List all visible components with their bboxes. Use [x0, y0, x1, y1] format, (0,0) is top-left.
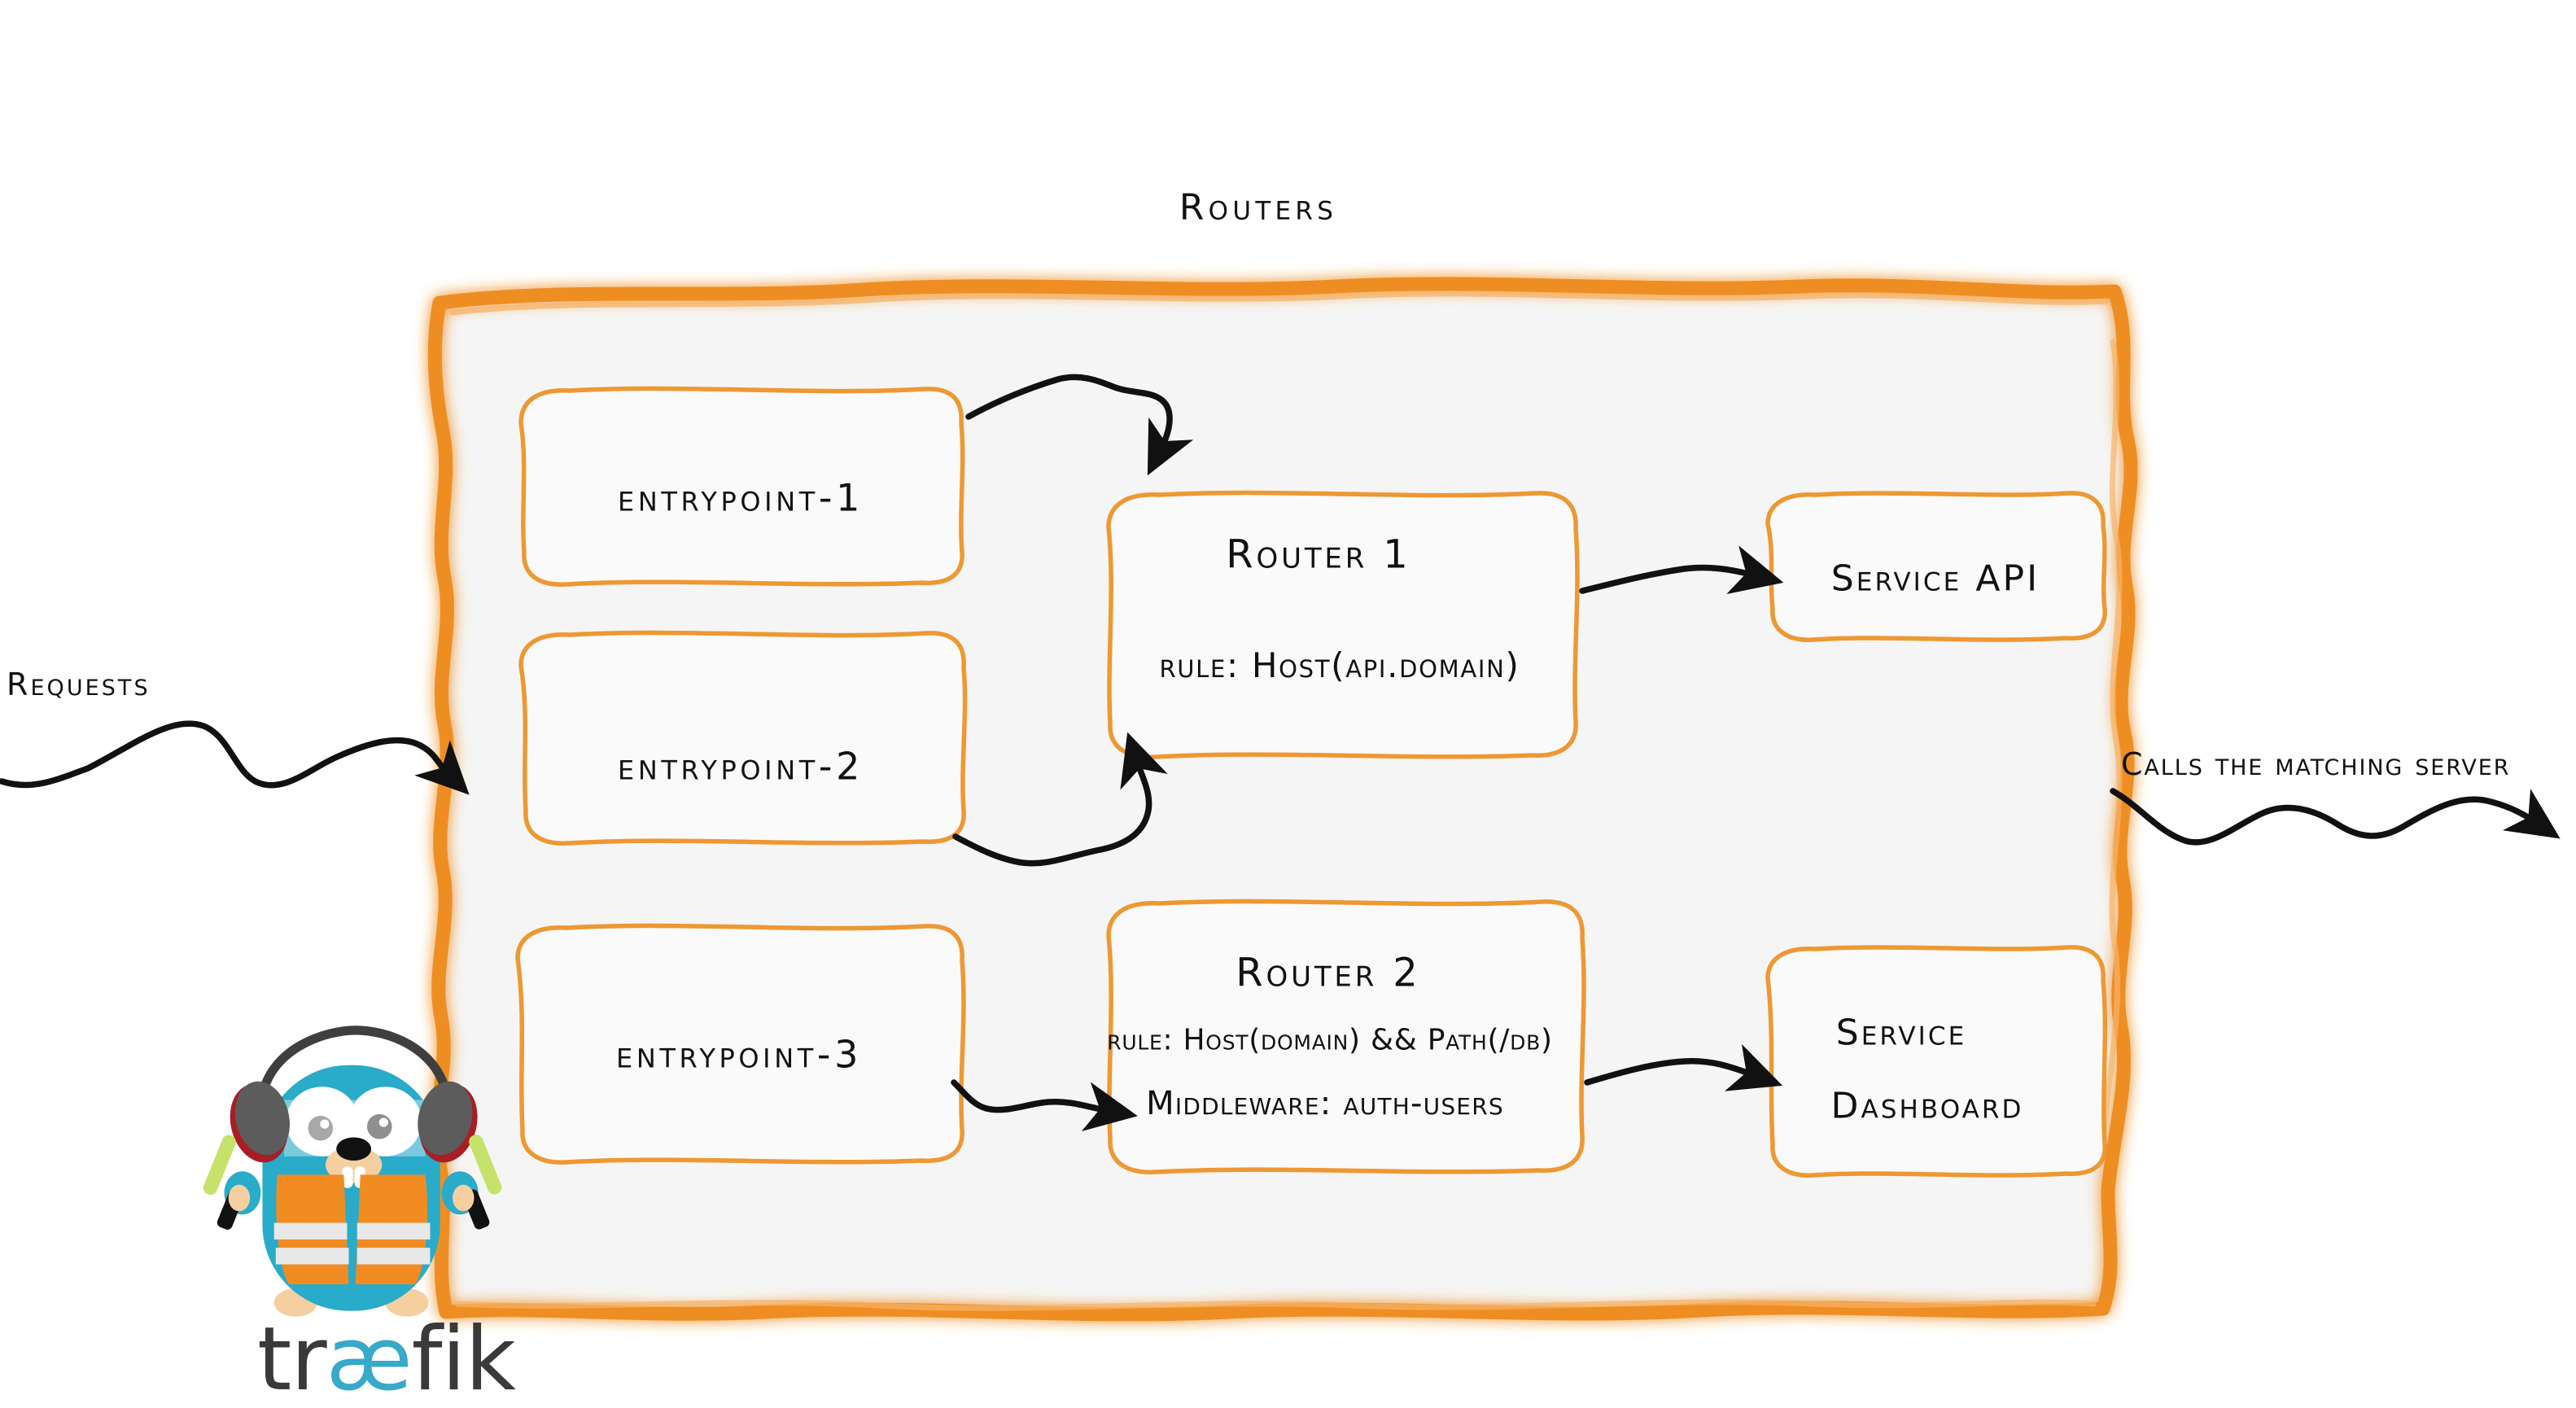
arrow-calls-out — [2110, 788, 2561, 846]
router-2-title: Router 2 — [1236, 950, 1421, 996]
entrypoint-3-label: entrypoint-3 — [616, 1032, 862, 1077]
router-1-title: Router 1 — [1226, 531, 1411, 578]
arrow-entrypoint2-router1 — [952, 732, 1168, 867]
service-api-label: Service API — [1830, 558, 2040, 600]
arrow-entrypoint1-router1 — [965, 374, 1194, 476]
service-dashboard-box[interactable] — [1765, 945, 2108, 1178]
arrow-router1-serviceapi — [1579, 545, 1784, 595]
entrypoint-2-box[interactable] — [518, 630, 968, 846]
traefik-gopher-icon — [203, 1025, 502, 1317]
router-2-rule: rule: Host(domain) && Path(/db) — [1107, 1023, 1553, 1057]
entrypoint-3-box[interactable] — [515, 923, 966, 1165]
traefik-ae-ligature: æ — [326, 1309, 413, 1408]
service-dashboard-line1: Service — [1835, 1012, 1967, 1054]
router-2-middleware: Middleware: auth-users — [1146, 1085, 1504, 1122]
traefik-wordmark: træfik — [257, 1309, 516, 1408]
arrow-router2-servicedashboard — [1584, 1043, 1783, 1091]
arrow-entrypoint3-router2 — [951, 1079, 1138, 1131]
entrypoint-2-label: entrypoint-2 — [618, 744, 864, 789]
page-title: Routers — [1179, 186, 1338, 229]
entrypoint-1-label: entrypoint-1 — [618, 475, 864, 520]
service-api-box[interactable] — [1765, 491, 2107, 642]
arrow-requests-in — [0, 720, 470, 795]
requests-label: Requests — [7, 667, 151, 702]
router-1-rule: rule: Host(api.domain) — [1159, 645, 1520, 685]
router-2-box[interactable] — [1106, 899, 1586, 1174]
entrypoint-1-box[interactable] — [518, 386, 965, 587]
router-1-box[interactable] — [1106, 490, 1580, 759]
calls-the-matching-server-label: Calls the matching server — [2121, 746, 2511, 782]
service-dashboard-line2: Dashboard — [1830, 1085, 2024, 1127]
